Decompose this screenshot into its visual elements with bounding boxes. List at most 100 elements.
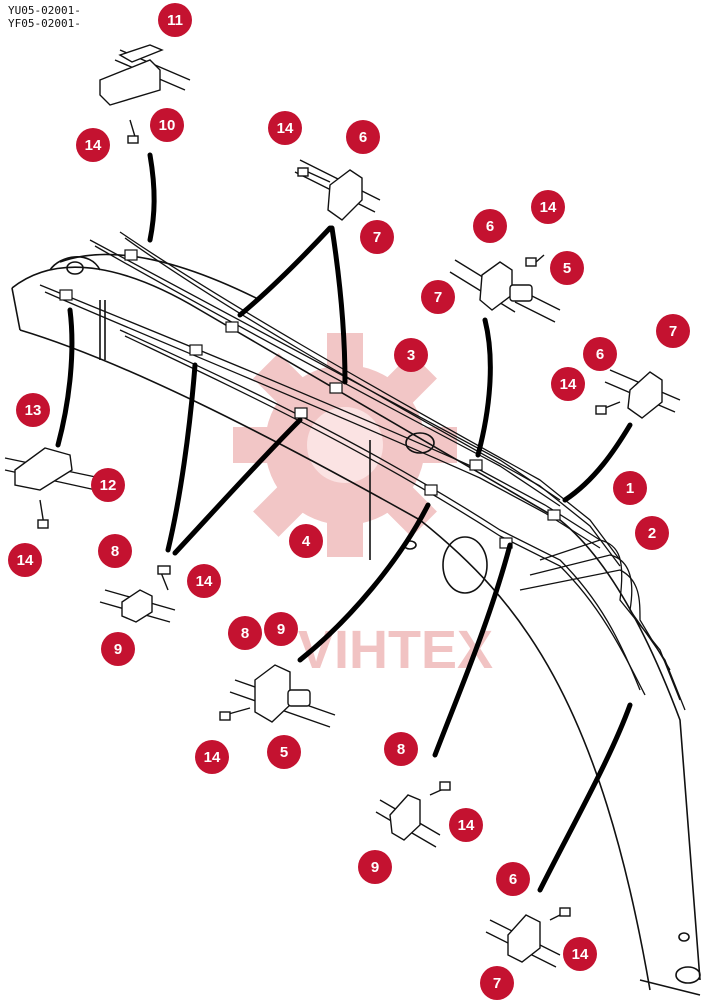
serial-range-line-1: YU05-02001- xyxy=(8,4,81,17)
callout-7: 7 xyxy=(480,966,514,1000)
callout-marker xyxy=(76,128,110,162)
callout-marker xyxy=(360,220,394,254)
clamp-detail-mid-left xyxy=(99,565,176,623)
callout-5: 5 xyxy=(267,735,301,769)
callout-9: 9 xyxy=(358,850,392,884)
callout-14: 14 xyxy=(268,111,302,145)
clamp-detail-bottom xyxy=(485,907,571,968)
callout-marker xyxy=(8,543,42,577)
callout-marker xyxy=(98,534,132,568)
clamp-detail-upper-mid xyxy=(294,159,381,221)
callout-marker xyxy=(101,632,135,666)
callout-2: 2 xyxy=(635,516,669,550)
callout-label: 14 xyxy=(85,137,102,154)
callout-marker xyxy=(449,808,483,842)
callout-label: 12 xyxy=(100,477,117,494)
callout-marker xyxy=(91,468,125,502)
callout-13: 13 xyxy=(16,393,50,427)
callout-label: 2 xyxy=(648,525,656,542)
callout-marker xyxy=(563,937,597,971)
callout-12: 12 xyxy=(91,468,125,502)
callout-marker xyxy=(613,471,647,505)
callout-marker xyxy=(531,190,565,224)
callout-marker xyxy=(228,616,262,650)
callout-7: 7 xyxy=(656,314,690,348)
callout-marker xyxy=(496,862,530,896)
callout-14: 14 xyxy=(8,543,42,577)
callout-label: 10 xyxy=(159,117,176,134)
callout-marker xyxy=(473,209,507,243)
callout-4: 4 xyxy=(289,524,323,558)
callout-10: 10 xyxy=(150,108,184,142)
clamp-detail-mid-fitting xyxy=(219,664,336,728)
callout-14: 14 xyxy=(449,808,483,842)
callout-3: 3 xyxy=(394,338,428,372)
callout-marker xyxy=(289,524,323,558)
callout-label: 13 xyxy=(25,402,42,419)
callout-label: 14 xyxy=(196,573,213,590)
callout-marker xyxy=(583,337,617,371)
callout-marker xyxy=(394,338,428,372)
callout-label: 14 xyxy=(560,376,577,393)
callout-marker xyxy=(16,393,50,427)
callout-14: 14 xyxy=(195,740,229,774)
callout-marker xyxy=(158,3,192,37)
callout-6: 6 xyxy=(496,862,530,896)
callout-label: 9 xyxy=(114,641,122,658)
callout-marker xyxy=(267,735,301,769)
callout-label: 8 xyxy=(241,625,249,642)
callout-label: 11 xyxy=(167,12,183,29)
watermark-text: VIHTEX xyxy=(298,620,493,680)
callout-9: 9 xyxy=(264,612,298,646)
callout-label: 7 xyxy=(669,323,677,340)
callout-8: 8 xyxy=(98,534,132,568)
callout-marker xyxy=(550,251,584,285)
callout-label: 5 xyxy=(563,260,571,277)
callout-marker xyxy=(421,280,455,314)
callout-marker xyxy=(656,314,690,348)
callout-6: 6 xyxy=(473,209,507,243)
callout-14: 14 xyxy=(531,190,565,224)
callout-label: 1 xyxy=(626,480,634,497)
callout-label: 14 xyxy=(204,749,221,766)
callout-label: 7 xyxy=(373,229,381,246)
callout-14: 14 xyxy=(563,937,597,971)
callout-marker xyxy=(195,740,229,774)
leader-lines xyxy=(55,152,633,893)
callout-14: 14 xyxy=(187,564,221,598)
callout-marker xyxy=(346,120,380,154)
callout-5: 5 xyxy=(550,251,584,285)
callout-8: 8 xyxy=(384,732,418,766)
callout-9: 9 xyxy=(101,632,135,666)
callout-marker xyxy=(480,966,514,1000)
callout-marker xyxy=(268,111,302,145)
callout-6: 6 xyxy=(346,120,380,154)
header: YU05-02001- YF05-02001- xyxy=(8,4,81,30)
callout-marker xyxy=(264,612,298,646)
callout-label: 14 xyxy=(572,946,589,963)
callout-label: 9 xyxy=(371,859,379,876)
callout-14: 14 xyxy=(76,128,110,162)
callout-label: 9 xyxy=(277,621,285,638)
callout-1: 1 xyxy=(613,471,647,505)
callout-label: 14 xyxy=(277,120,294,137)
callout-6: 6 xyxy=(583,337,617,371)
callout-label: 6 xyxy=(509,871,517,888)
callout-7: 7 xyxy=(421,280,455,314)
callout-7: 7 xyxy=(360,220,394,254)
callout-label: 7 xyxy=(493,975,501,992)
callout-label: 3 xyxy=(407,347,415,364)
callout-label: 14 xyxy=(540,199,557,216)
callout-label: 6 xyxy=(359,129,367,146)
callout-marker xyxy=(358,850,392,884)
clamp-detail-left xyxy=(4,447,111,529)
callout-8: 8 xyxy=(228,616,262,650)
clamp-detail-right xyxy=(595,369,681,419)
callout-11: 11 xyxy=(158,3,192,37)
callout-label: 14 xyxy=(458,817,475,834)
serial-range-line-2: YF05-02001- xyxy=(8,17,81,30)
callout-label: 6 xyxy=(596,346,604,363)
callout-14: 14 xyxy=(551,367,585,401)
